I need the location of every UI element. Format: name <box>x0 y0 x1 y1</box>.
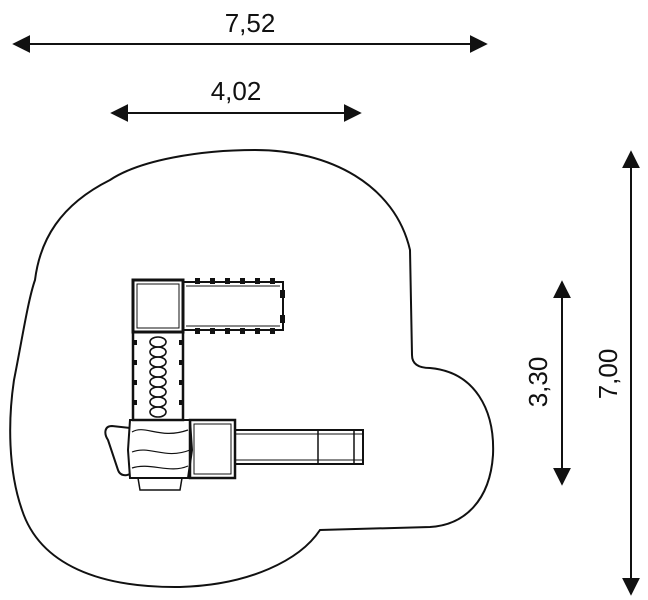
climbing-net <box>149 336 167 418</box>
side-depth-label: 3,30 <box>523 357 553 408</box>
overall-depth-label: 7,00 <box>593 349 623 400</box>
side-handle <box>104 424 131 477</box>
safety-zone-outline <box>9 148 495 589</box>
lower-tower-roof <box>126 419 194 479</box>
upper-tower-inner <box>136 283 180 329</box>
overall-width-label: 7,52 <box>225 8 276 38</box>
bridge-posts <box>195 278 285 334</box>
upper-tower-platform <box>131 278 185 334</box>
lower-tower-base <box>137 477 183 491</box>
bridge <box>182 281 284 331</box>
inner-width-label: 4,02 <box>211 76 262 106</box>
slide <box>234 429 364 465</box>
slide-platform <box>188 418 237 480</box>
